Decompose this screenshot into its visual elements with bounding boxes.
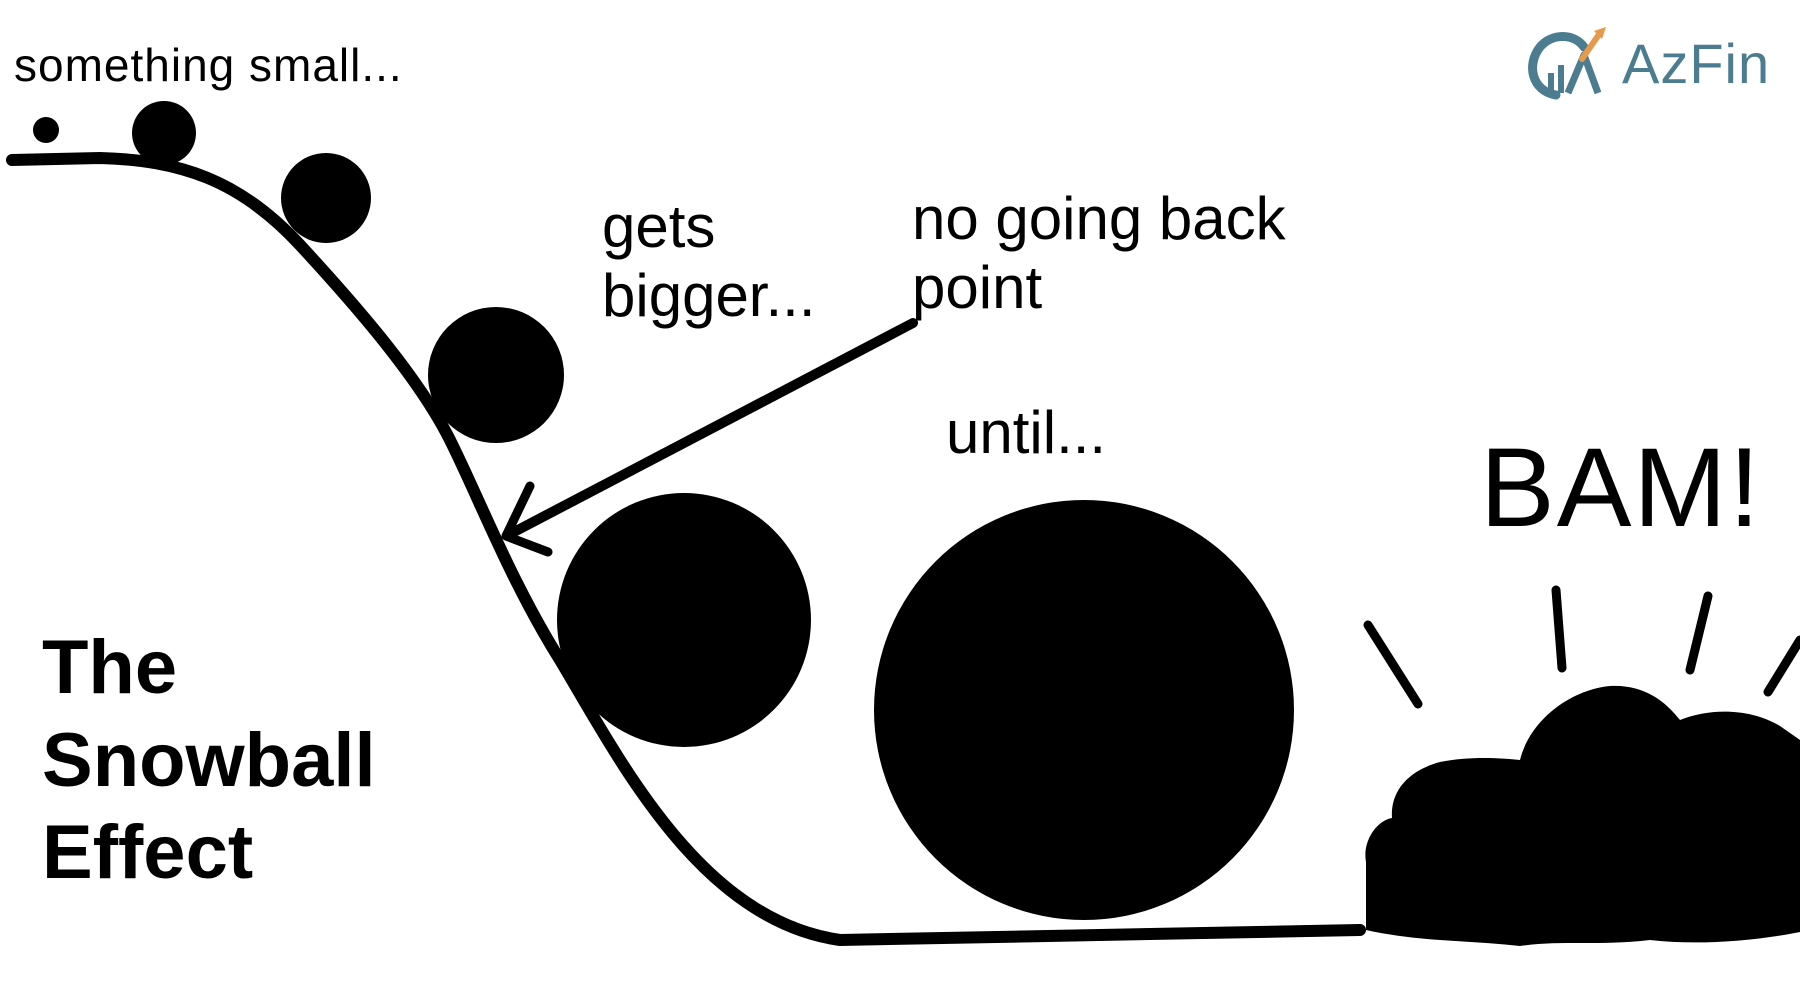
azfin-logo-icon — [1528, 27, 1606, 100]
snowball-2 — [132, 101, 196, 165]
label-something-small: something small... — [14, 39, 403, 91]
snowball-4 — [428, 307, 564, 443]
pointer-arrow-shaft — [509, 318, 918, 537]
snowball-6 — [874, 500, 1294, 920]
title-line-1: The — [42, 625, 178, 710]
slope-curve — [6, 152, 1366, 946]
diagram-title: The Snowball Effect — [42, 622, 376, 900]
crash-pile — [1365, 685, 1800, 946]
impact-line-2 — [1551, 585, 1567, 673]
pointer-arrow-head — [501, 481, 553, 557]
title-line-3: Effect — [42, 810, 254, 896]
impact-line-1 — [1363, 620, 1423, 709]
impact-line-4 — [1763, 635, 1800, 697]
snowball-5 — [557, 493, 811, 747]
azfin-logo: AzFin — [1522, 18, 1770, 108]
azfin-logo-text: AzFin — [1622, 31, 1771, 95]
label-gets-bigger: gets bigger... — [602, 193, 816, 329]
title-line-2: Snowball — [42, 717, 376, 803]
label-bam: BAM! — [1480, 425, 1762, 550]
impact-line-3 — [1685, 591, 1713, 675]
snowball-1 — [33, 117, 59, 143]
label-no-going-back-point: no going back point — [912, 185, 1286, 321]
label-until: until... — [946, 399, 1107, 466]
snowball-3 — [281, 153, 371, 243]
